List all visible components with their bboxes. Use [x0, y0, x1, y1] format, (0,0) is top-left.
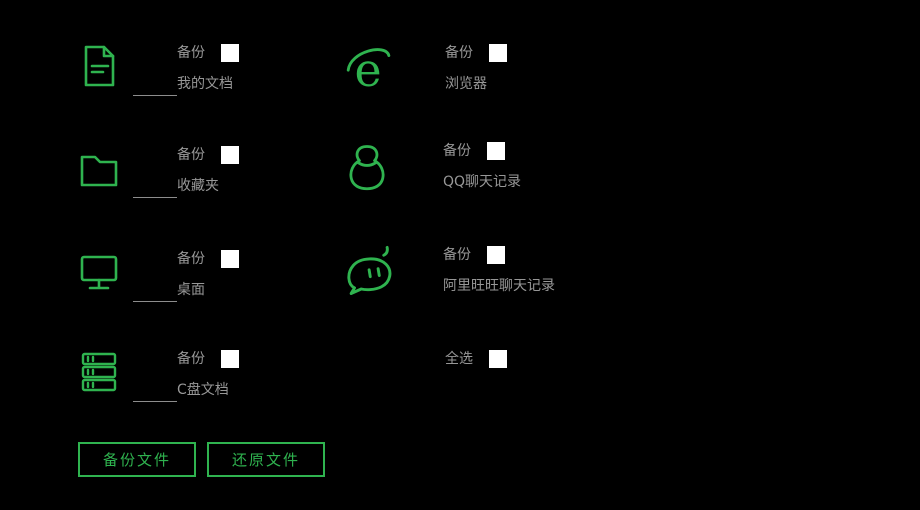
backup-checkbox-wangwang-chat[interactable]: [487, 246, 505, 264]
connector-line: [133, 95, 177, 96]
ie-browser-icon: e: [343, 42, 395, 94]
connector-line: [133, 301, 177, 302]
monitor-icon: [75, 248, 127, 300]
wangwang-icon: [341, 244, 393, 296]
folder-icon: [75, 144, 127, 196]
backup-checkbox-qq-chat[interactable]: [487, 142, 505, 160]
backup-item-wangwang-chat: 备份 阿里旺旺聊天记录: [341, 244, 641, 316]
backup-files-button[interactable]: 备份文件: [78, 442, 196, 477]
item-name: 桌面: [177, 282, 205, 298]
drive-stack-icon: [75, 348, 127, 400]
select-all-checkbox[interactable]: [489, 350, 507, 368]
backup-checkbox-desktop[interactable]: [221, 250, 239, 268]
backup-item-desktop: 备份 桌面: [75, 248, 375, 320]
backup-checkbox-my-documents[interactable]: [221, 44, 239, 62]
document-icon: [75, 42, 127, 94]
item-name: 我的文档: [177, 76, 233, 92]
connector-line: [133, 401, 177, 402]
backup-label: 备份: [445, 45, 473, 61]
item-name: QQ聊天记录: [443, 174, 522, 190]
qq-penguin-icon: [341, 140, 393, 192]
connector-line: [133, 197, 177, 198]
backup-checkbox-browser[interactable]: [489, 44, 507, 62]
backup-label: 备份: [177, 351, 205, 367]
backup-item-my-documents: 备份 我的文档: [75, 42, 375, 114]
restore-files-button[interactable]: 还原文件: [207, 442, 325, 477]
backup-label: 备份: [443, 143, 471, 159]
backup-label: 备份: [177, 251, 205, 267]
backup-label: 备份: [177, 147, 205, 163]
select-all-label: 全选: [445, 351, 473, 367]
backup-item-browser: e 备份 浏览器: [343, 42, 643, 114]
backup-label: 备份: [443, 247, 471, 263]
item-name: 收藏夹: [177, 178, 219, 194]
backup-item-favorites: 备份 收藏夹: [75, 144, 375, 216]
select-all-item: 全选: [343, 348, 643, 420]
item-name: 浏览器: [445, 76, 487, 92]
backup-label: 备份: [177, 45, 205, 61]
backup-checkbox-c-drive-docs[interactable]: [221, 350, 239, 368]
backup-item-c-drive-docs: 备份 C盘文档: [75, 348, 375, 420]
item-name: 阿里旺旺聊天记录: [443, 278, 555, 294]
backup-checkbox-favorites[interactable]: [221, 146, 239, 164]
item-name: C盘文档: [177, 382, 229, 398]
backup-item-qq-chat: 备份 QQ聊天记录: [341, 140, 641, 212]
